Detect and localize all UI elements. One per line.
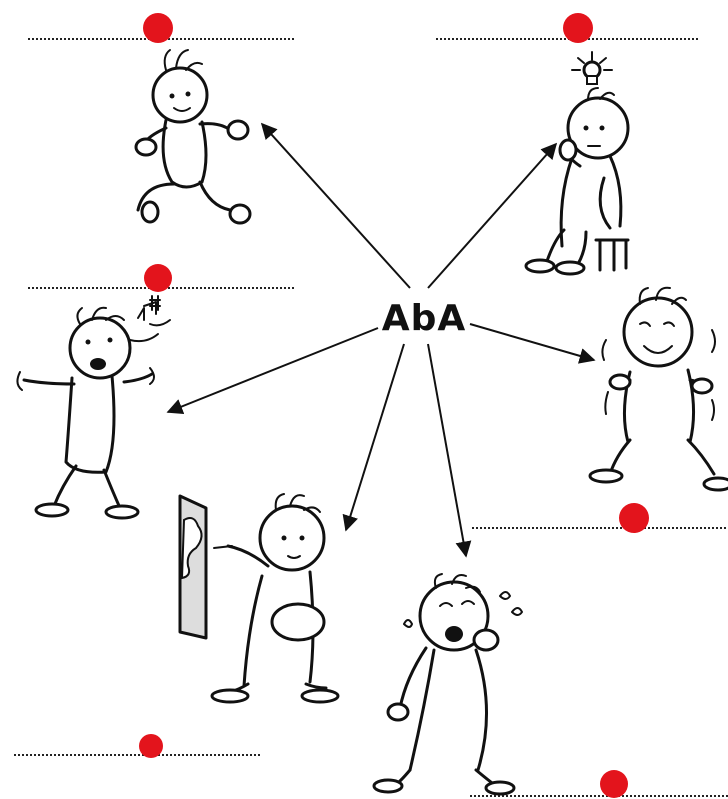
arrow-to-crying	[427, 343, 472, 558]
red-dot-middle-right	[619, 503, 649, 533]
red-dot-middle-left	[144, 264, 172, 292]
crying-child-icon	[372, 573, 523, 796]
red-dot-bottom-right	[600, 770, 628, 798]
laughing-child-icon	[588, 286, 728, 492]
red-dot-top-right	[563, 13, 593, 43]
arrow-to-singing	[166, 327, 379, 415]
arrows	[166, 122, 596, 558]
red-dots	[139, 13, 649, 798]
running-child-icon	[134, 49, 252, 225]
thinking-child-icon	[524, 51, 630, 276]
painting-child-icon	[178, 493, 340, 704]
red-dot-top-left	[143, 13, 173, 43]
arrow-to-laughing	[469, 323, 596, 364]
arrow-to-thinking	[427, 142, 558, 289]
arrow-to-running	[260, 122, 411, 289]
arrow-to-painting	[342, 343, 405, 532]
singing-child-icon	[16, 295, 171, 520]
center-label: AbA	[381, 298, 467, 339]
red-dot-bottom-left	[139, 734, 163, 758]
